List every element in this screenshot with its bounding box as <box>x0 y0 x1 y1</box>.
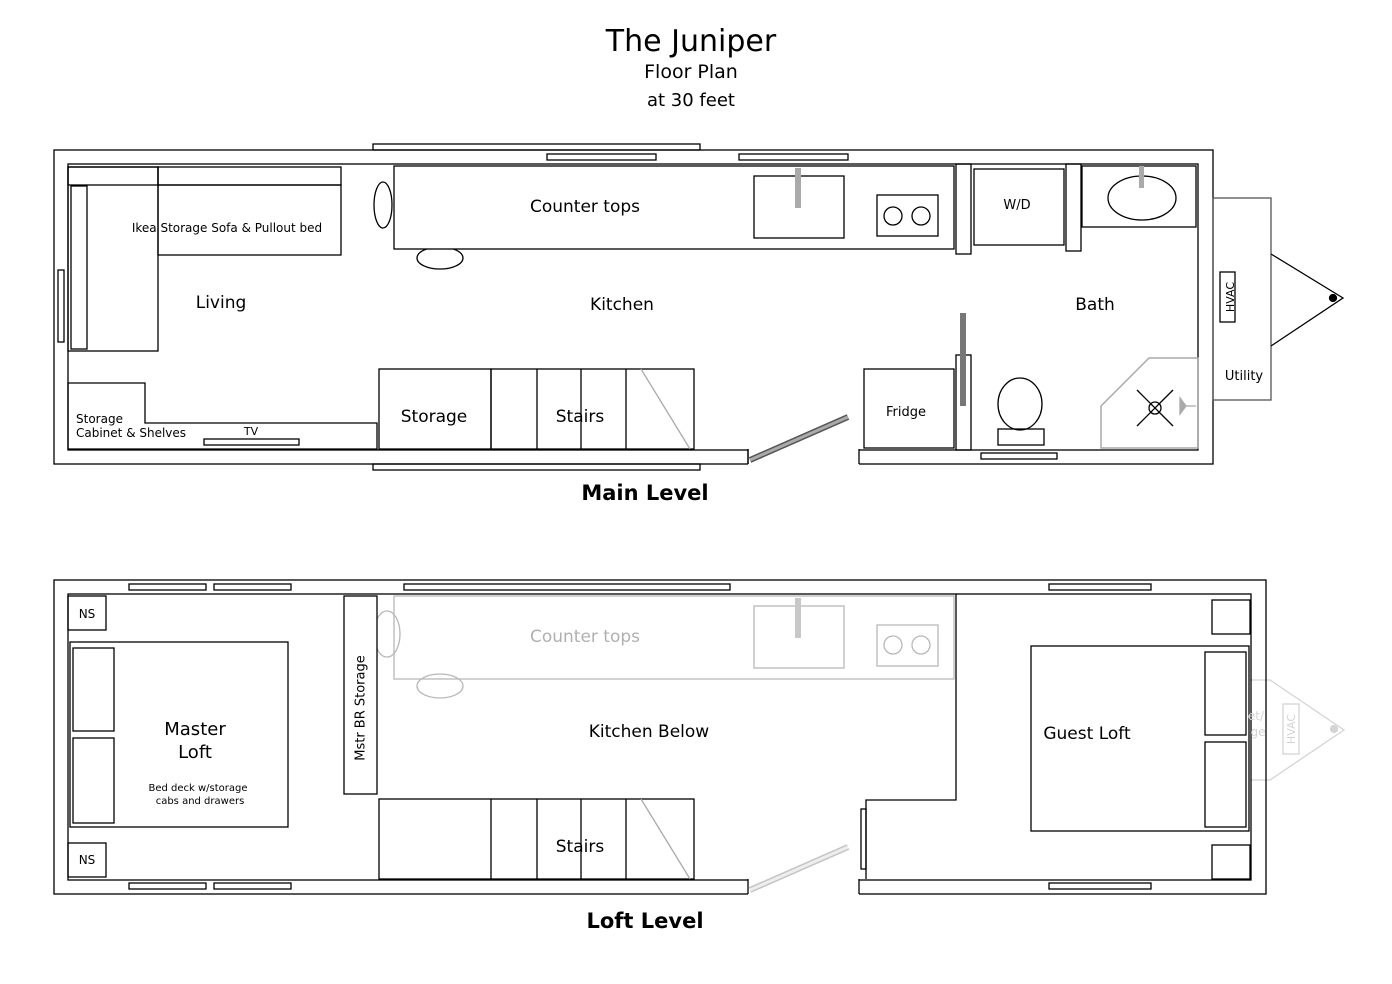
loft-edge <box>865 594 957 879</box>
loft-window-top-1 <box>128 583 207 591</box>
sofa-pullout <box>157 184 342 256</box>
label-nightstand-top: NS <box>79 607 96 621</box>
label-hvac-ghost: HVAC <box>1285 714 1298 744</box>
trailer-tongue <box>1270 253 1345 347</box>
master-bed <box>69 641 289 828</box>
window-bottom-1 <box>372 463 701 471</box>
label-loft-stairs: Stairs <box>556 837 605 857</box>
label-master-storage: Mstr BR Storage <box>354 655 369 761</box>
main-level <box>53 143 1345 471</box>
caption-loft-level: Loft Level <box>586 909 703 933</box>
loft-window-top-2 <box>213 583 292 591</box>
label-sofa: Ikea Storage Sofa & Pullout bed <box>132 221 322 235</box>
tv <box>203 438 300 446</box>
label-stairs: Stairs <box>556 407 605 427</box>
ghost-utility <box>1250 679 1346 781</box>
label-counter: Counter tops <box>530 197 640 217</box>
loft-window-top-4 <box>1048 583 1152 591</box>
loft-window-bottom-1 <box>128 882 207 890</box>
window-top-2 <box>546 153 657 161</box>
toilet <box>997 377 1043 431</box>
plan-title: The Juniper <box>605 24 777 59</box>
chair-1 <box>373 181 393 229</box>
label-cabinet-line2: Cabinet & Shelves <box>76 426 186 440</box>
stairs <box>490 368 695 450</box>
bath-door <box>960 313 966 406</box>
fridge <box>863 368 955 449</box>
label-kitchen: Kitchen <box>590 295 654 315</box>
washer-dryer <box>973 168 1065 246</box>
shower <box>1100 357 1199 449</box>
plan-scale: at 30 feet <box>647 90 735 111</box>
label-counter-ghost: Counter tops <box>530 627 640 647</box>
loft-edge-rail <box>860 808 867 870</box>
label-tv: TV <box>243 425 259 438</box>
cooktop <box>876 194 939 237</box>
label-bed-note-line2: cabs and drawers <box>156 796 245 807</box>
plan-subtitle: Floor Plan <box>644 61 738 83</box>
label-utility-ghost-line1: et/ <box>1248 709 1265 723</box>
label-bed-note-line1: Bed deck w/storage <box>148 783 247 794</box>
master-storage <box>343 595 378 795</box>
guest-nightstand-bottom <box>1211 844 1251 880</box>
utility-box <box>1212 197 1272 401</box>
counter <box>393 165 955 250</box>
ghost-counter <box>373 595 955 699</box>
label-hvac: HVAC <box>1224 282 1237 312</box>
window-top-1 <box>372 143 701 151</box>
loft-window-top-3 <box>403 583 731 591</box>
guest-bed <box>1030 645 1250 832</box>
nightstand-bottom <box>67 842 107 878</box>
label-washer-dryer: W/D <box>1003 198 1030 213</box>
loft-exterior-wall <box>53 579 1267 895</box>
window-top-3 <box>738 153 849 161</box>
caption-main-level: Main Level <box>581 481 708 505</box>
guest-nightstand-top <box>1211 599 1251 635</box>
loft-interior-wall <box>67 593 1252 881</box>
label-storage: Storage <box>401 407 468 427</box>
label-utility: Utility <box>1225 369 1264 384</box>
loft-window-bottom-3 <box>1048 882 1152 890</box>
label-bath: Bath <box>1075 295 1115 315</box>
label-fridge: Fridge <box>886 405 926 420</box>
label-kitchen-below: Kitchen Below <box>589 722 710 742</box>
label-nightstand-bottom: NS <box>79 853 96 867</box>
loft-level <box>53 579 1346 895</box>
label-master-line1: Master <box>164 719 226 740</box>
hvac-unit <box>1219 271 1236 323</box>
label-guest-loft: Guest Loft <box>1043 724 1131 744</box>
nightstand-top <box>67 595 107 631</box>
label-master-line2: Loft <box>178 742 212 763</box>
window-bottom-2 <box>980 452 1058 460</box>
label-living: Living <box>196 293 247 313</box>
label-utility-ghost-line2: ge <box>1251 725 1266 739</box>
storage-cabinet <box>67 382 378 450</box>
label-cabinet-line1: Storage <box>76 412 123 426</box>
window-left <box>57 269 65 343</box>
loft-window-bottom-2 <box>213 882 292 890</box>
